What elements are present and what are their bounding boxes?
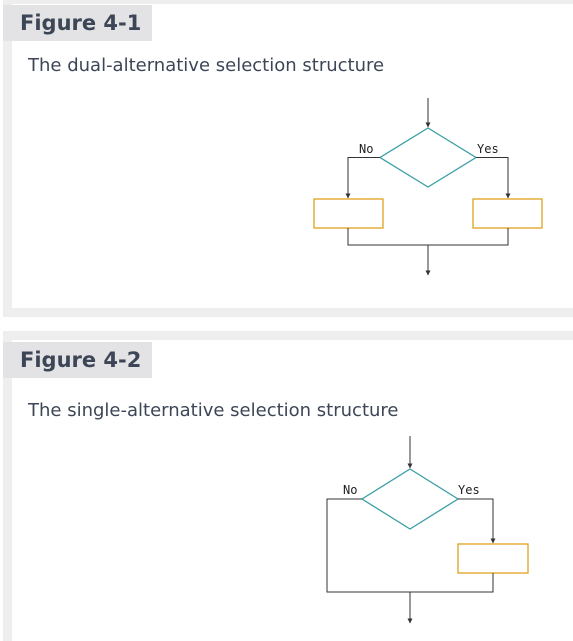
merge-line xyxy=(347,228,509,246)
yes-branch-label: Yes xyxy=(458,483,480,497)
no-process-box xyxy=(313,198,384,229)
figure-label: Figure 4-1 xyxy=(3,5,153,41)
decision-diamond xyxy=(360,468,460,530)
decision-diamond xyxy=(378,127,478,188)
figure-caption: The dual-alternative selection structure xyxy=(28,55,385,76)
no-branch-label: No xyxy=(343,483,357,497)
no-branch-line xyxy=(345,157,380,199)
yes-process-box xyxy=(472,198,543,229)
figure-caption: The single-alternative selection structu… xyxy=(28,400,399,421)
dual-alternative-flowchart xyxy=(313,98,543,276)
no-branch-label: No xyxy=(359,142,373,156)
single-alternative-flowchart xyxy=(326,436,529,624)
no-branch-line xyxy=(326,498,494,593)
figure-label: Figure 4-2 xyxy=(3,342,153,378)
yes-branch-line xyxy=(458,498,496,544)
figure-4-2-panel: Figure 4-2 The single-alternative select… xyxy=(3,331,573,641)
figure-4-1-panel: Figure 4-1 The dual-alternative selectio… xyxy=(3,0,573,317)
yes-branch-line xyxy=(476,157,511,199)
yes-branch-label: Yes xyxy=(477,142,499,156)
